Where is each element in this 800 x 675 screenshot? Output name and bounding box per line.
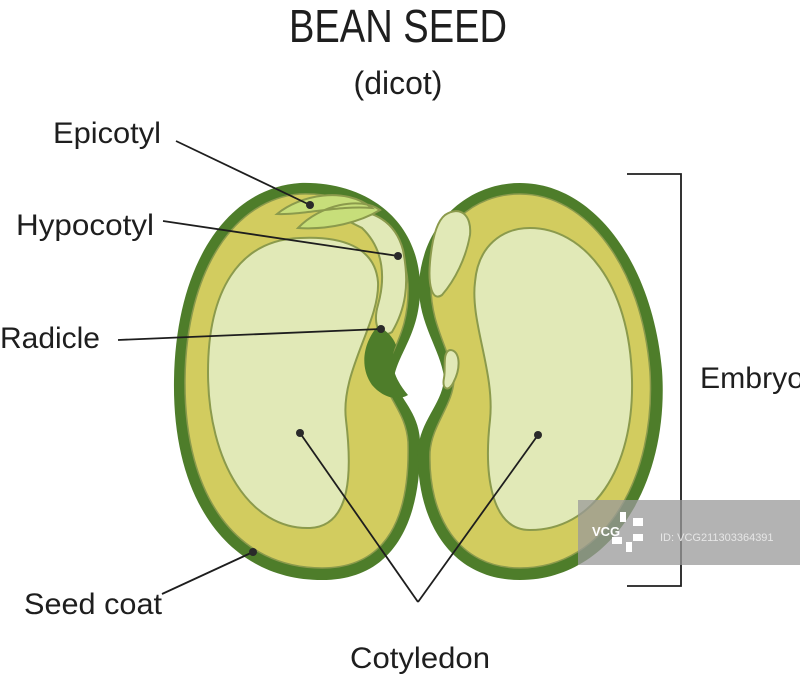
seed-coat-leader [161, 551, 254, 595]
label-cotyledon: Cotyledon [350, 642, 490, 675]
label-epicotyl: Epicotyl [53, 117, 161, 150]
cotyledon-leader-left [299, 432, 419, 603]
cotyledon-leader-right [417, 434, 539, 603]
embryo-bracket [627, 173, 682, 587]
hypocotyl-axis [326, 209, 408, 335]
cotyledon-inner-left [206, 236, 380, 530]
label-seed-coat: Seed coat [24, 588, 163, 621]
radicle-tip [364, 326, 408, 398]
right-cotyledon-half [417, 183, 663, 580]
label-radicle: Radicle [0, 322, 100, 355]
left-cotyledon-half [173, 182, 421, 580]
radicle-imprint [442, 348, 460, 390]
watermark-id: ID: VCG211303364391 [660, 532, 774, 544]
leader-dots [249, 201, 542, 556]
leader-lines [117, 140, 682, 603]
diagram-subtitle: (dicot) [354, 65, 443, 101]
label-embryo: Embryo [700, 362, 800, 395]
watermark: VCG ID: VCG211303364391 [578, 500, 800, 565]
diagram-title: BEAN SEED [289, 0, 507, 52]
watermark-logo-icon [612, 512, 643, 552]
watermark-logo: VCG [592, 524, 620, 539]
epicotyl-leader [175, 140, 311, 206]
radicle-leader [117, 328, 382, 341]
label-hypocotyl: Hypocotyl [16, 209, 154, 242]
cotyledon-inner-right [473, 226, 634, 532]
hypocotyl-leader [162, 220, 399, 257]
epicotyl-leaf [274, 194, 382, 230]
embryo-imprint [428, 210, 472, 298]
